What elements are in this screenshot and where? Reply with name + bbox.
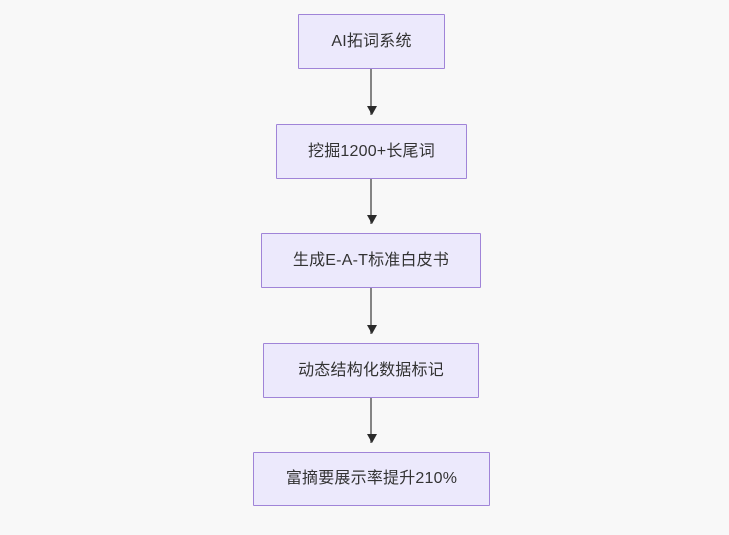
edge-line xyxy=(370,398,372,443)
flow-node-label: 挖掘1200+长尾词 xyxy=(308,142,435,160)
flow-node-dynamic-structured-data-markup[interactable]: 动态结构化数据标记 xyxy=(263,343,479,398)
flow-node-generate-eat-whitepaper[interactable]: 生成E-A-T标准白皮书 xyxy=(261,233,481,288)
flow-node-label: 动态结构化数据标记 xyxy=(298,361,444,379)
flow-node-rich-snippet-impression-lift[interactable]: 富摘要展示率提升210% xyxy=(253,452,490,506)
flow-node-mine-longtail-keywords[interactable]: 挖掘1200+长尾词 xyxy=(276,124,467,179)
edge-line xyxy=(370,288,372,334)
flow-node-label: 生成E-A-T标准白皮书 xyxy=(292,251,450,269)
edge-line xyxy=(370,179,372,224)
flow-node-label: 富摘要展示率提升210% xyxy=(285,470,458,488)
edge-line xyxy=(370,69,372,115)
arrow-head-icon xyxy=(367,215,377,224)
arrow-head-icon xyxy=(367,434,377,443)
arrow-head-icon xyxy=(367,325,377,334)
flow-node-label: AI拓词系统 xyxy=(331,32,412,50)
flow-node-ai-keyword-system[interactable]: AI拓词系统 xyxy=(298,14,445,69)
arrow-head-icon xyxy=(367,106,377,115)
